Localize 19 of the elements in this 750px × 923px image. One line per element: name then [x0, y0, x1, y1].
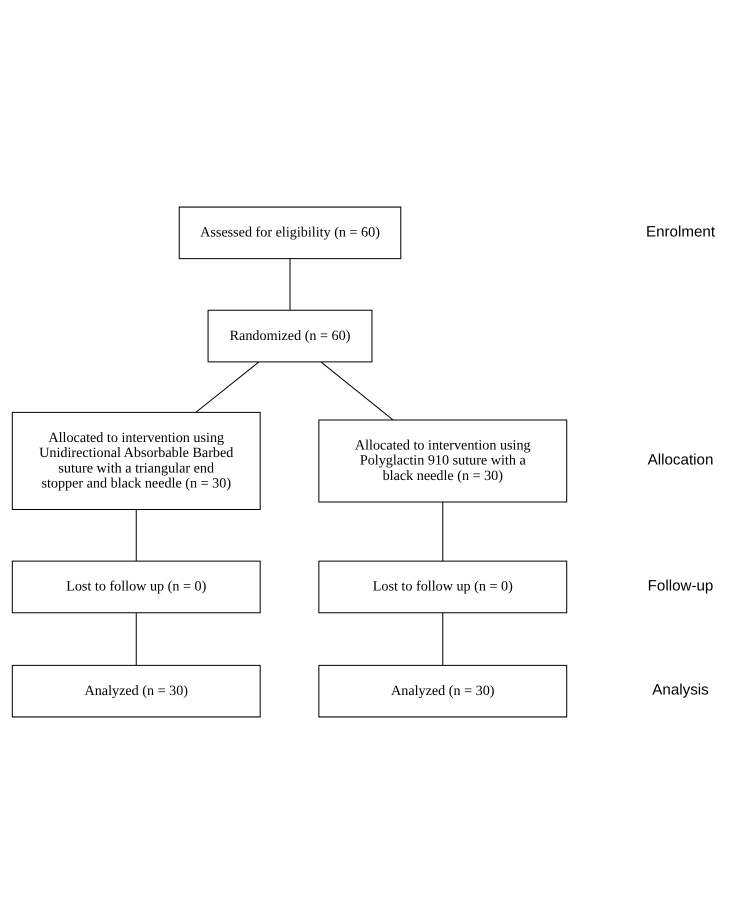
node-box: Lost to follow up (n = 0): [12, 560, 261, 613]
node-box: Analyzed (n = 30): [12, 664, 261, 717]
connector: [320, 361, 394, 420]
node-box: Lost to follow up (n = 0): [318, 560, 568, 613]
node-box: Allocated to intervention using Polyglactin 910 suture with a black needle (n = 30): [318, 419, 568, 502]
label: Analysis: [652, 681, 709, 698]
connector: [196, 361, 260, 412]
connector: [136, 612, 137, 665]
node-box: Assessed for eligibility (n = 60): [178, 206, 402, 259]
connector: [290, 258, 291, 310]
label: Allocation: [648, 451, 714, 468]
label: Enrolment: [646, 222, 716, 240]
connector: [442, 612, 444, 665]
node-box: Analyzed (n = 30): [318, 664, 568, 717]
node-box: Allocated to intervention using Unidirectional Absorbable Barbed suture with a triangular end stopper and black needle (n = 30): [12, 411, 261, 510]
connector: [442, 502, 444, 561]
node-box: Randomized (n = 60): [208, 309, 372, 362]
connector: [136, 509, 137, 560]
label: Follow-up: [648, 576, 714, 594]
